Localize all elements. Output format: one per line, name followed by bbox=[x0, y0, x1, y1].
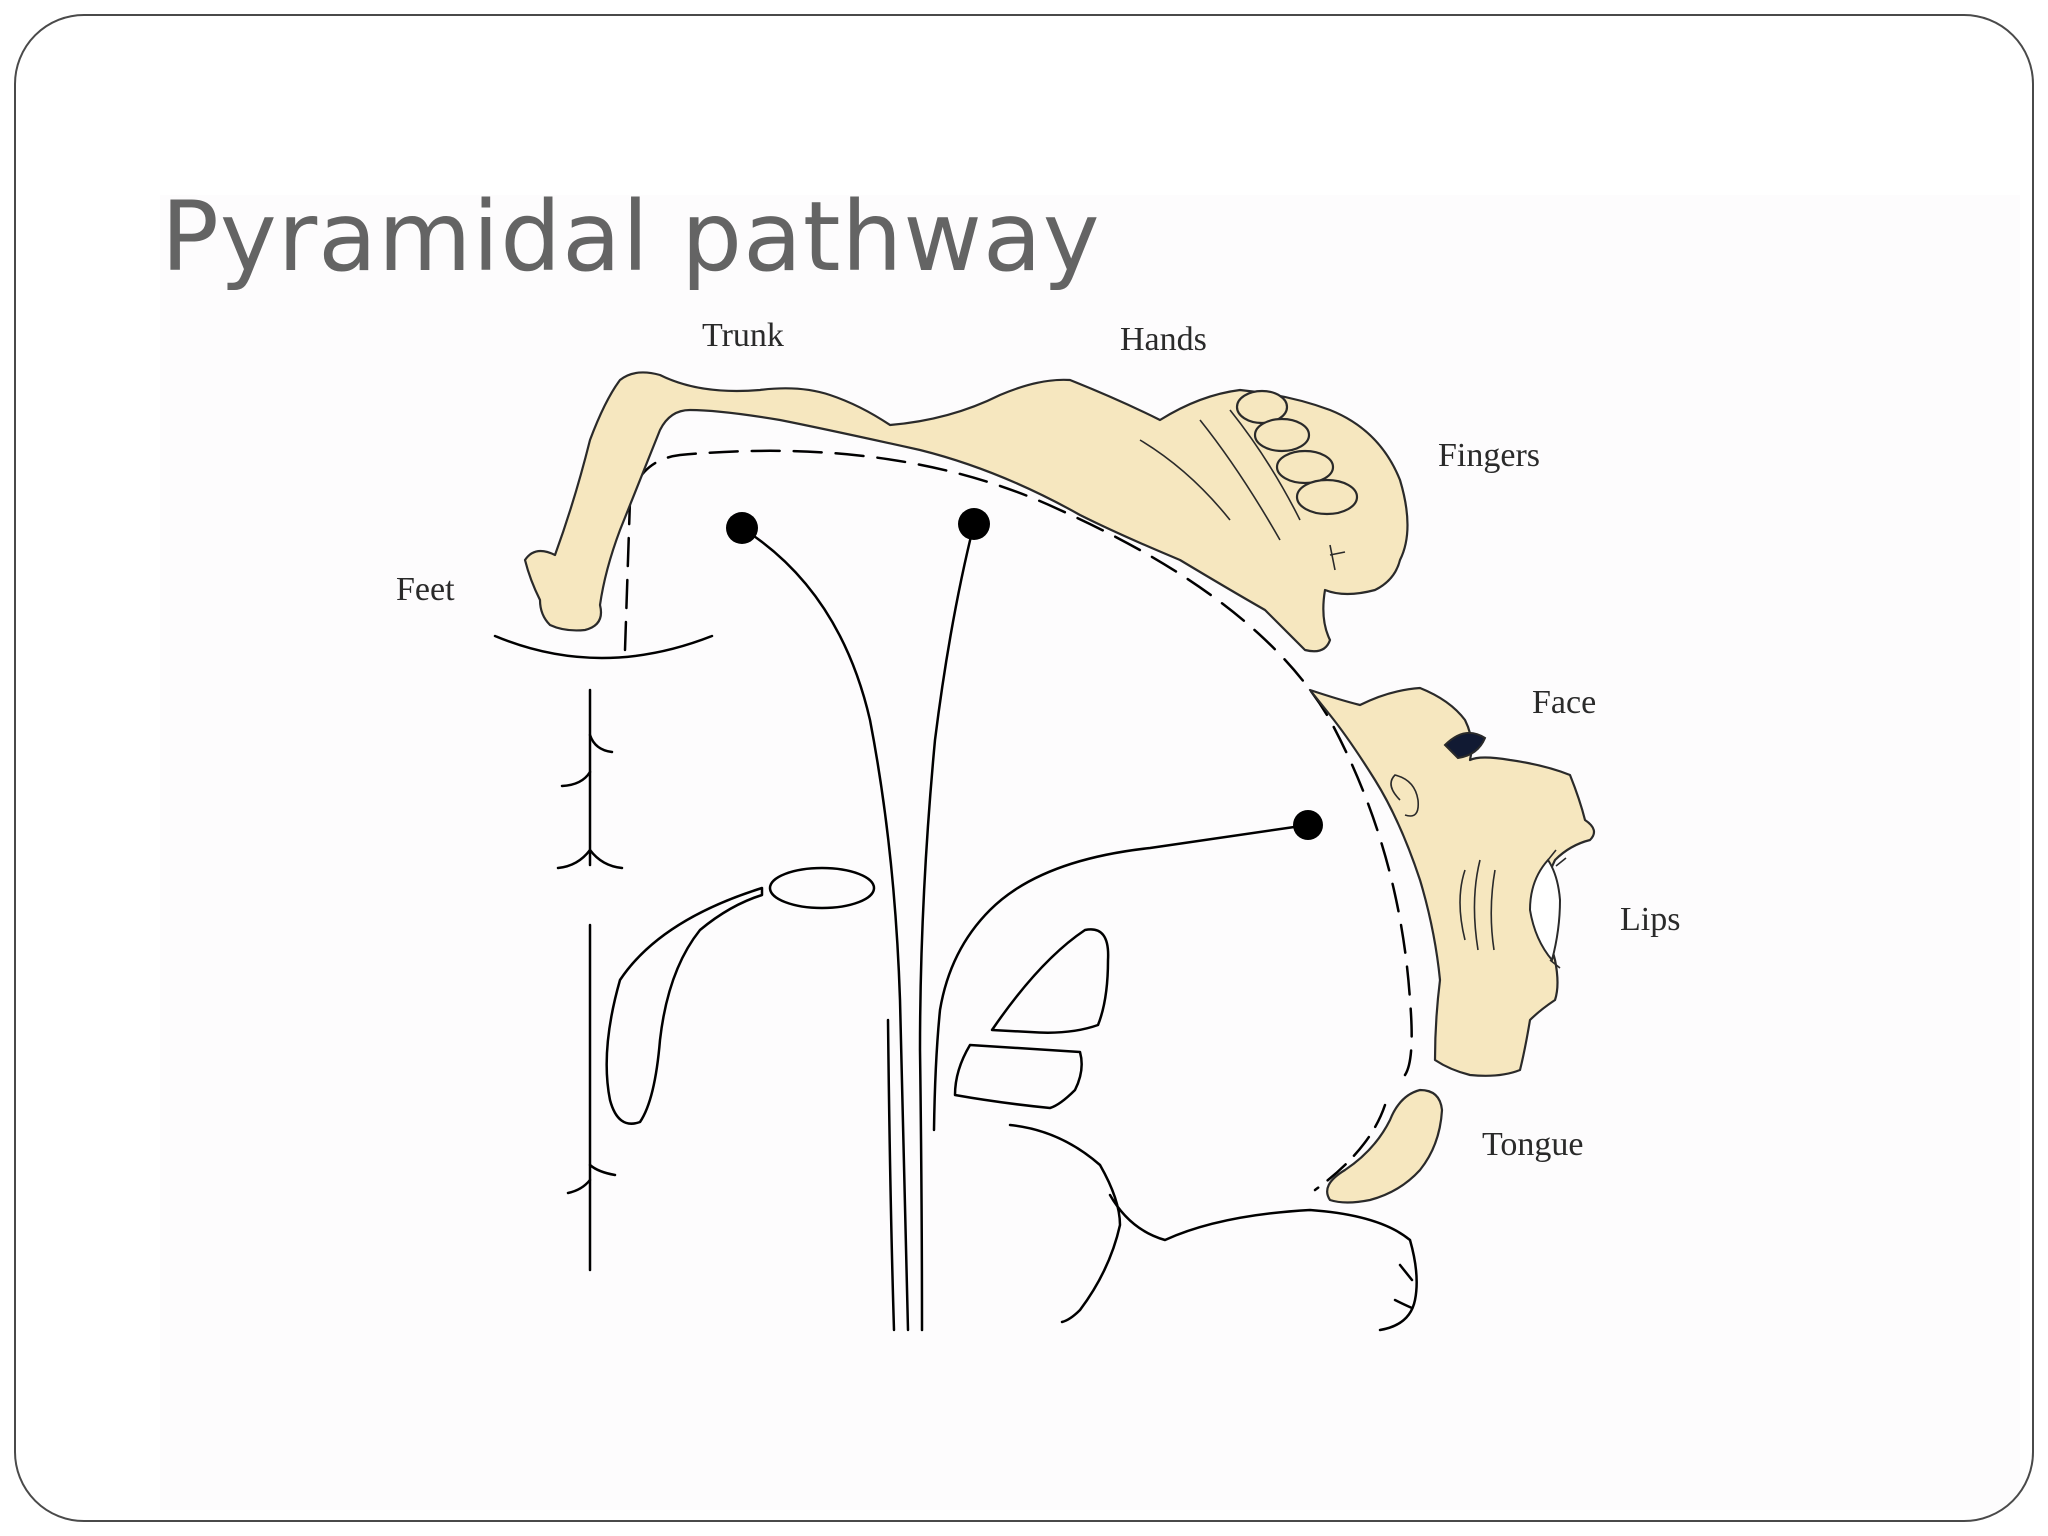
open-mouth bbox=[1528, 858, 1562, 963]
slide-title: Pyramidal pathway bbox=[161, 181, 1101, 293]
internal-capsule-block-2 bbox=[953, 1043, 1083, 1110]
label-feet: Feet bbox=[396, 571, 455, 608]
homunculus-tongue bbox=[1326, 1088, 1444, 1204]
face-detail-line bbox=[1459, 859, 1496, 951]
hand-detail-line bbox=[1199, 419, 1281, 541]
brainstem-detail bbox=[1393, 1263, 1414, 1310]
tongue-dashed-arc bbox=[1313, 1103, 1387, 1192]
hand-detail-line bbox=[1329, 544, 1346, 571]
spinal-segment-branch bbox=[560, 770, 592, 788]
motor-cortex-dashed-outline bbox=[623, 449, 1413, 1077]
finger-2 bbox=[1253, 417, 1311, 453]
spinal-segment-branch bbox=[588, 733, 614, 754]
spinal-cord-segments bbox=[556, 688, 624, 1272]
brainstem-outline bbox=[1008, 1123, 1418, 1332]
finger-3 bbox=[1275, 449, 1335, 485]
homunculus-trunk-arm-hand bbox=[523, 371, 1409, 653]
corticospinal-fiber-3 bbox=[886, 1018, 896, 1332]
corticospinal-fiber-2 bbox=[918, 522, 976, 1332]
spinal-segment-branch bbox=[566, 1163, 617, 1195]
label-lips: Lips bbox=[1620, 901, 1680, 938]
label-face: Face bbox=[1532, 684, 1596, 721]
homunculus-face bbox=[1308, 686, 1596, 1077]
label-tongue: Tongue bbox=[1482, 1126, 1584, 1163]
finger-4 bbox=[1295, 478, 1359, 516]
eye-icon bbox=[1443, 731, 1487, 760]
corticospinal-fiber-1 bbox=[740, 526, 910, 1332]
spinal-segment-branch bbox=[556, 848, 624, 870]
internal-capsule-block-1 bbox=[990, 928, 1110, 1034]
ear bbox=[1390, 774, 1420, 817]
thalamus-outline bbox=[768, 866, 876, 910]
central-sulcus-arc bbox=[493, 634, 714, 660]
label-hands: Hands bbox=[1120, 321, 1207, 358]
slide: Pyramidal pathway bbox=[14, 14, 2034, 1522]
label-fingers: Fingers bbox=[1438, 437, 1540, 474]
lateral-ventricle-outline bbox=[605, 886, 764, 1125]
homunculus-body bbox=[523, 371, 1409, 653]
teeth bbox=[1547, 849, 1567, 969]
hand-detail-line bbox=[1139, 439, 1231, 521]
hand-detail-line bbox=[1229, 409, 1301, 521]
label-trunk: Trunk bbox=[702, 317, 784, 354]
corticobulbar-fiber bbox=[932, 823, 1310, 1132]
